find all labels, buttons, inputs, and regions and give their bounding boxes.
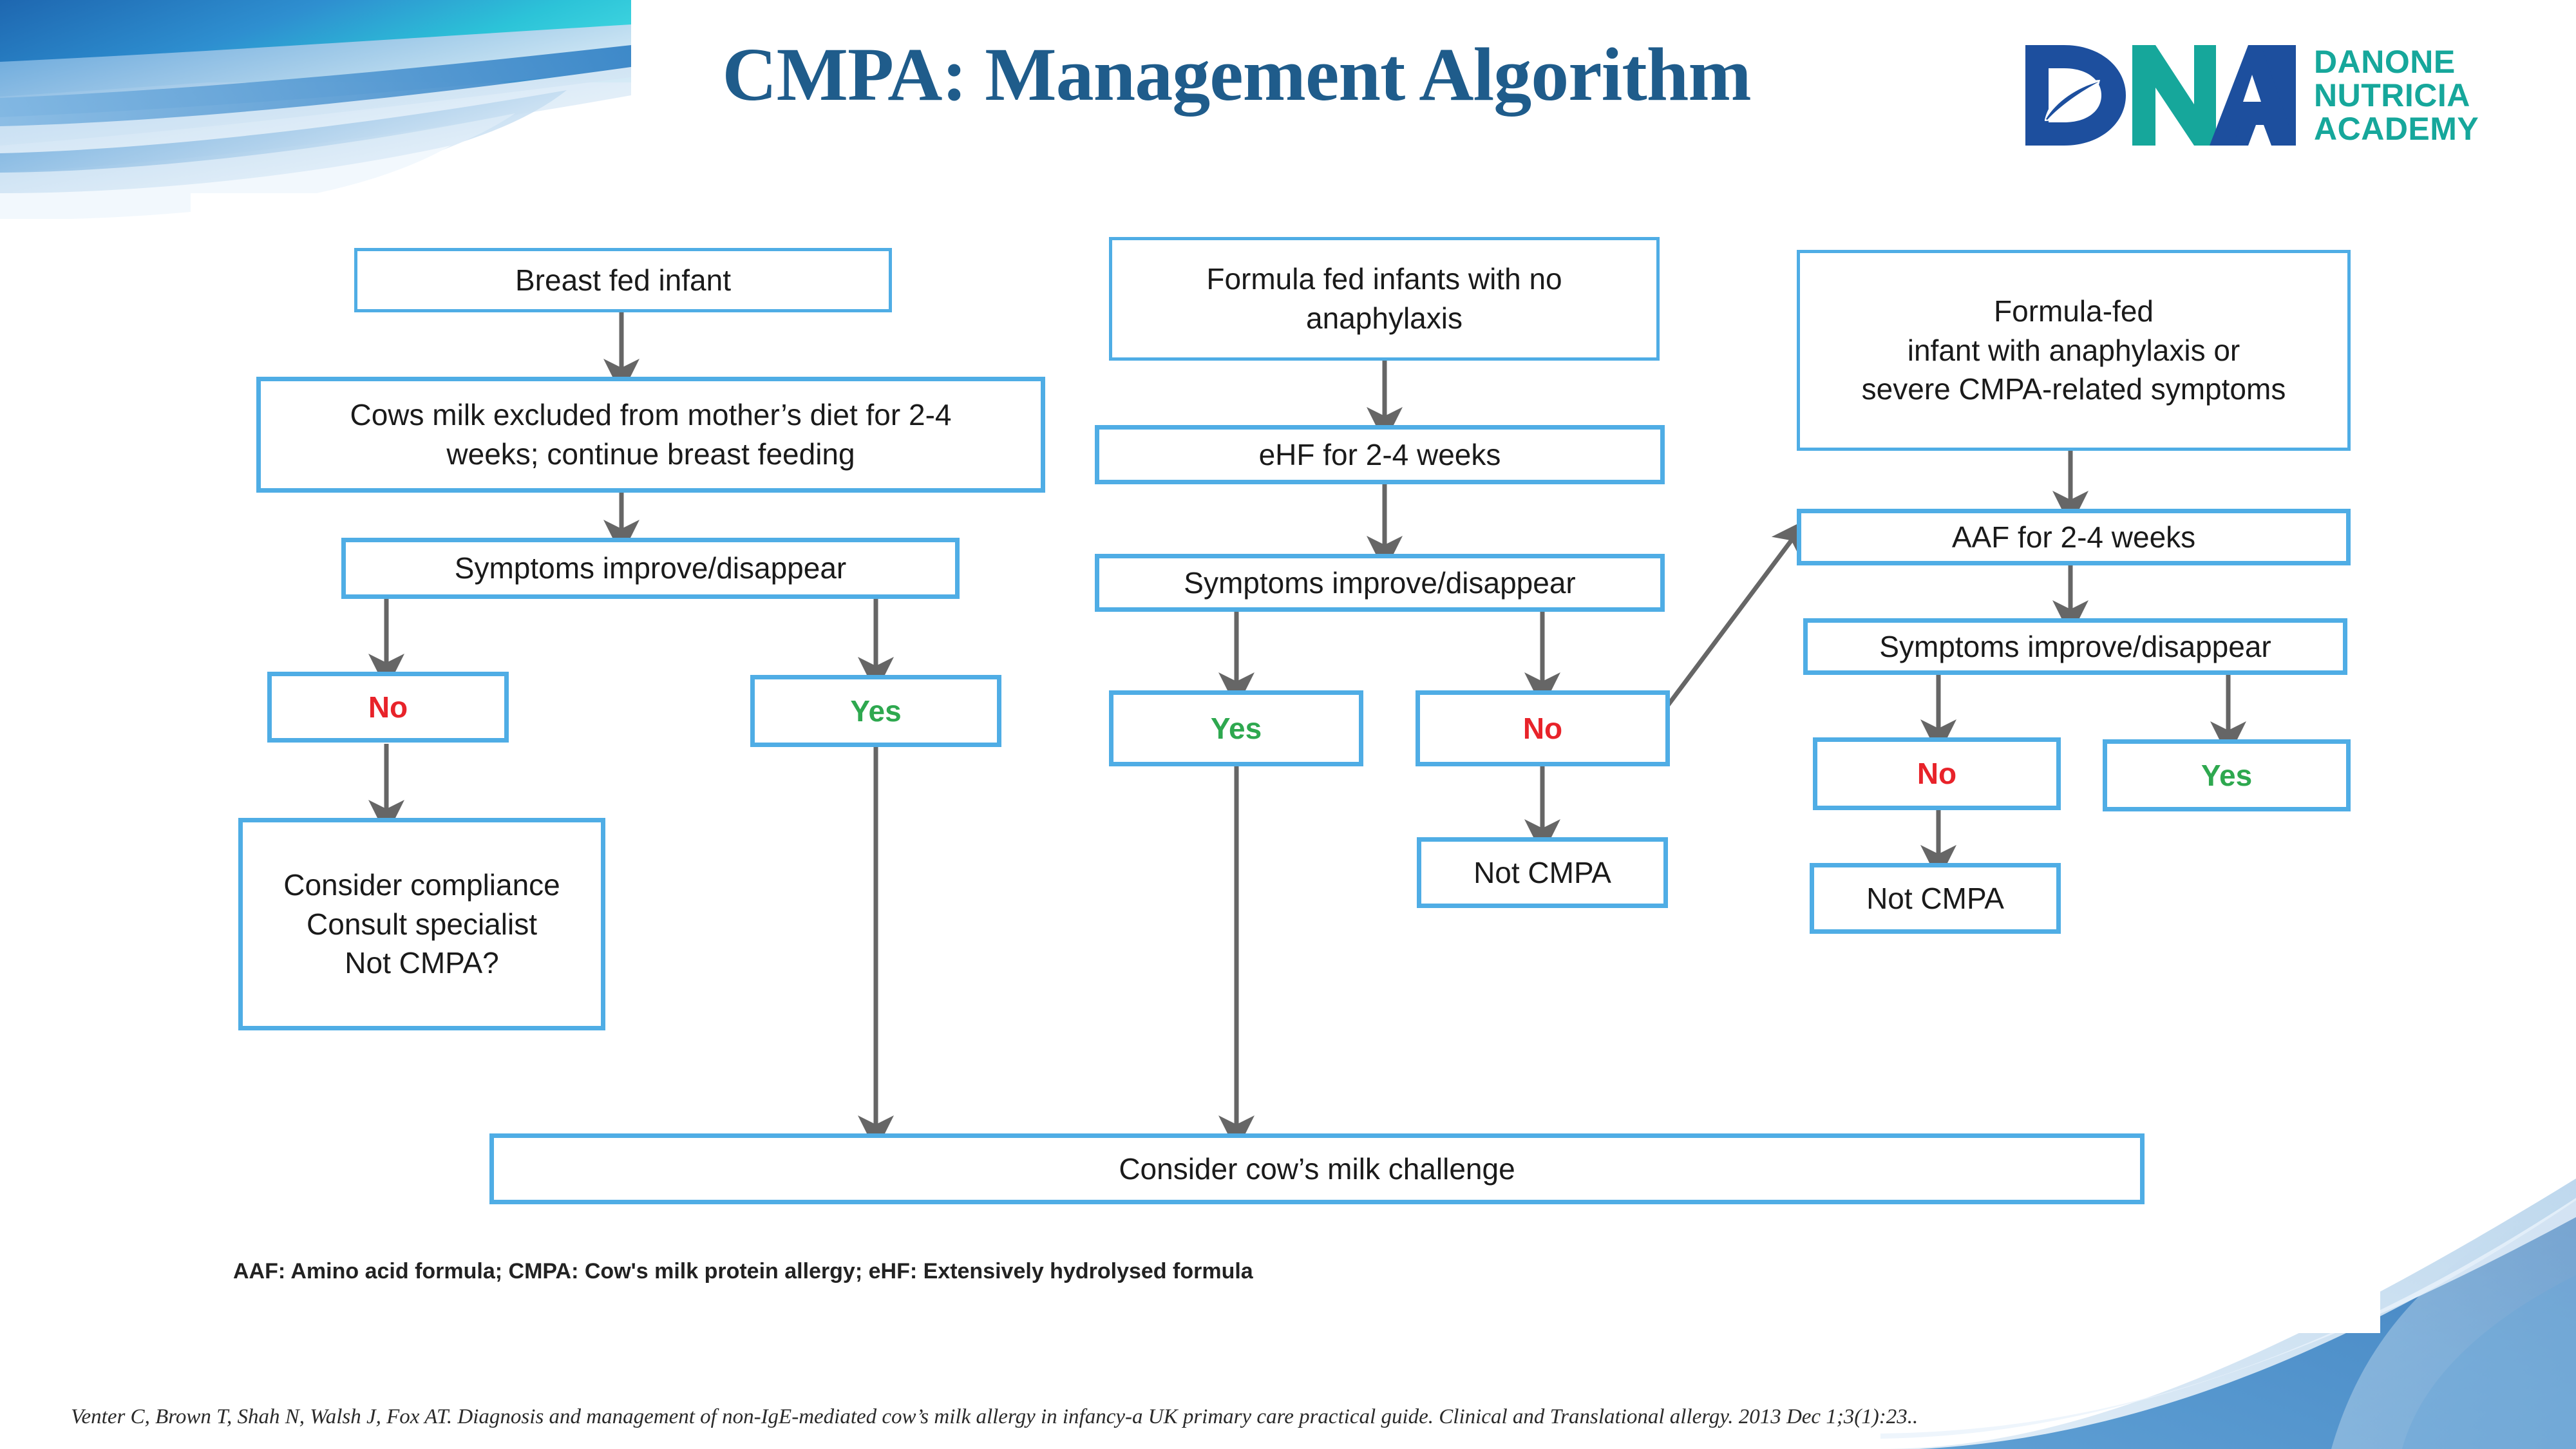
node-right-answer-no[interactable]: No — [1813, 737, 2061, 810]
node-formula-fed-no-anaphylaxis[interactable]: Formula fed infants with no anaphylaxis — [1109, 237, 1660, 361]
node-label: No — [1522, 711, 1563, 745]
node-left-answer-no[interactable]: No — [267, 672, 509, 743]
node-aaf-2-4-weeks[interactable]: AAF for 2-4 weeks — [1797, 509, 2351, 565]
node-label: eHF for 2-4 weeks — [1258, 437, 1501, 471]
node-label: AAF for 2-4 weeks — [1951, 520, 2196, 554]
node-mid-answer-no[interactable]: No — [1416, 690, 1670, 766]
node-label: No — [1917, 757, 1957, 791]
node-label-line2: weeks; continue breast feeding — [446, 437, 855, 471]
node-consider-cows-milk-challenge[interactable]: Consider cow’s milk challenge — [489, 1133, 2145, 1204]
page-title: CMPA: Management Algorithm — [722, 32, 1751, 117]
logo-line-academy: ACADEMY — [2314, 110, 2479, 147]
node-label-line2: Consult specialist — [307, 907, 537, 941]
node-symptoms-improve-left[interactable]: Symptoms improve/disappear — [341, 538, 960, 599]
node-label-line1: Cows milk excluded from mother’s diet fo… — [350, 398, 952, 432]
brand-logo: DANONE NUTRICIA ACADEMY — [2019, 35, 2496, 155]
node-label-line3: severe CMPA-related symptoms — [1861, 372, 2286, 406]
node-label: Not CMPA — [1866, 881, 2004, 915]
node-label: Symptoms improve/disappear — [1184, 565, 1576, 600]
logo-wordmark: DANONE NUTRICIA ACADEMY — [2314, 45, 2479, 146]
citation-reference: Venter C, Brown T, Shah N, Walsh J, Fox … — [71, 1405, 1918, 1428]
node-mid-not-cmpa[interactable]: Not CMPA — [1417, 837, 1668, 908]
node-label: Symptoms improve/disappear — [454, 551, 847, 585]
node-label-line2: infant with anaphylaxis or — [1907, 333, 2240, 367]
node-label: Consider cow’s milk challenge — [1119, 1151, 1515, 1186]
node-label: Breast fed infant — [515, 263, 731, 297]
logo-line-nutricia: NUTRICIA — [2314, 77, 2470, 113]
node-label: Not CMPA — [1473, 855, 1611, 889]
node-cows-milk-excluded[interactable]: Cows milk excluded from mother’s diet fo… — [256, 377, 1045, 493]
node-left-answer-yes[interactable]: Yes — [750, 675, 1001, 747]
node-symptoms-improve-mid[interactable]: Symptoms improve/disappear — [1095, 554, 1665, 612]
node-label-line1: Consider compliance — [283, 867, 560, 902]
node-right-answer-yes[interactable]: Yes — [2103, 739, 2351, 811]
abbreviations-note: AAF: Amino acid formula; CMPA: Cow's mil… — [233, 1259, 1253, 1283]
node-label: Yes — [1210, 711, 1262, 745]
node-ehf-2-4-weeks[interactable]: eHF for 2-4 weeks — [1095, 425, 1665, 484]
node-consider-compliance[interactable]: Consider compliance Consult specialist N… — [238, 818, 605, 1030]
node-label-line1: Formula-fed — [1994, 294, 2154, 328]
node-formula-fed-anaphylaxis[interactable]: Formula-fed infant with anaphylaxis or s… — [1797, 250, 2351, 451]
node-label: Yes — [2201, 758, 2253, 792]
node-label: Yes — [850, 694, 902, 728]
node-mid-answer-yes[interactable]: Yes — [1109, 690, 1363, 766]
logo-line-danone: DANONE — [2314, 43, 2456, 80]
dna-logo-icon — [2025, 44, 2296, 146]
node-label-line2: anaphylaxis — [1306, 301, 1463, 335]
node-label: No — [368, 690, 408, 724]
node-right-not-cmpa[interactable]: Not CMPA — [1810, 863, 2061, 934]
node-label-line3: Not CMPA? — [345, 946, 499, 980]
node-symptoms-improve-right[interactable]: Symptoms improve/disappear — [1803, 618, 2347, 675]
node-label-line1: Formula fed infants with no — [1206, 262, 1562, 296]
node-label: Symptoms improve/disappear — [1879, 629, 2271, 663]
node-breast-fed-infant[interactable]: Breast fed infant — [354, 248, 892, 312]
